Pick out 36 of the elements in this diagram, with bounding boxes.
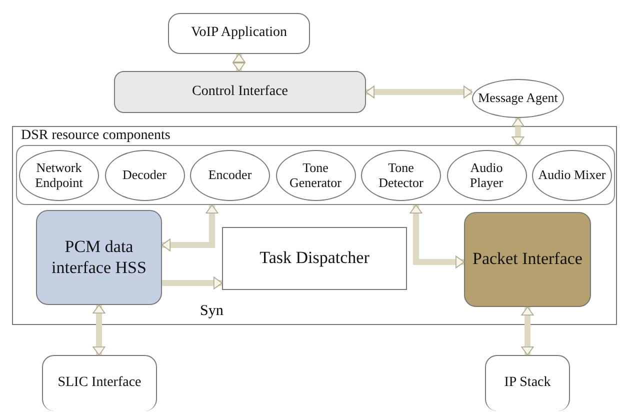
node-label: Packet Interface: [472, 249, 582, 270]
double-arrow: [410, 204, 464, 268]
node-label: SLIC Interface: [58, 375, 142, 392]
node-label: VoIP Application: [190, 25, 288, 42]
node-label: Message Agent: [478, 91, 558, 106]
process-box: [36, 210, 162, 305]
node-label: Control Interface: [192, 84, 288, 100]
node-label: Audio Player: [468, 160, 504, 190]
process-box: [222, 227, 407, 290]
node-label: Network Endpoint: [34, 160, 84, 190]
node-label: PCM data interface HSS: [50, 237, 148, 278]
group-panel: [12, 126, 617, 325]
process-box: [114, 71, 366, 113]
node-label: IP Stack: [504, 375, 551, 392]
component-ellipse: [532, 150, 612, 201]
process-box: [42, 355, 157, 411]
edge-label: Syn: [199, 303, 224, 320]
node-label: Tone Generator: [288, 160, 342, 190]
double-arrow: [521, 306, 534, 356]
double-arrow: [366, 86, 472, 98]
process-box: [464, 212, 591, 307]
double-arrow: [92, 304, 106, 356]
double-arrow: [512, 118, 524, 146]
double-arrow: [162, 204, 218, 252]
node-label: Decoder: [122, 168, 167, 183]
process-box: [168, 13, 310, 54]
node-label: Tone Detector: [378, 160, 424, 190]
group-title: DSR resource components: [21, 128, 170, 145]
component-group-box: [16, 145, 615, 205]
process-box: [485, 355, 570, 411]
node-label: Encoder: [208, 168, 252, 183]
node-label: Task Dispatcher: [260, 248, 370, 269]
double-arrow: [232, 54, 246, 72]
node-label: Audio Mixer: [538, 168, 606, 183]
component-ellipse: [19, 150, 99, 201]
double-arrow: [162, 276, 222, 290]
